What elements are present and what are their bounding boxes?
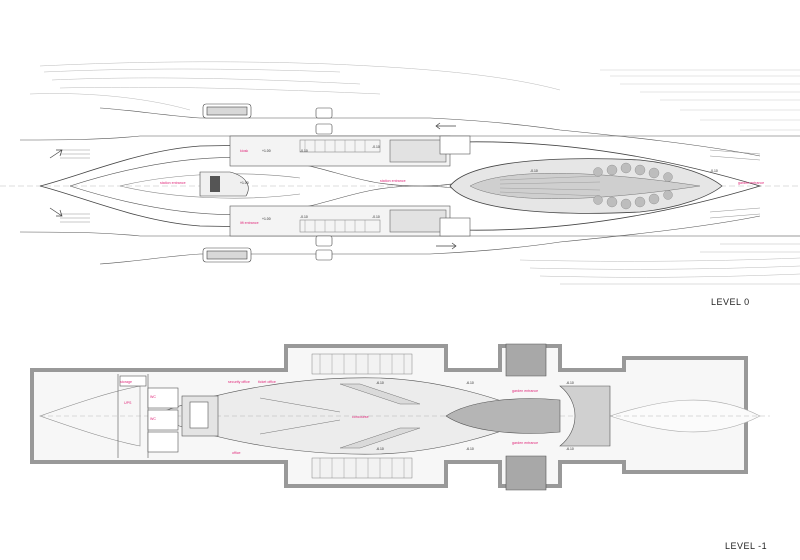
level-minus-1-title: LEVEL -1 [725, 541, 768, 551]
level1-text: storage UPS WC WC security office ticket… [120, 380, 574, 455]
garden-trees [593, 162, 673, 210]
label-security-office: security office [228, 380, 250, 384]
label-station-entrance-left: station entrance [160, 181, 186, 185]
level-0-title: LEVEL 0 [711, 297, 750, 307]
elev-d: -0.10 [372, 215, 380, 219]
garden-void [559, 385, 611, 447]
crosswalk-left [60, 149, 761, 223]
elev-c: -0.10 [300, 215, 308, 219]
elev-a: -0.10 [300, 149, 308, 153]
elev-6: -6.10 [566, 447, 574, 451]
elev-b: -0.10 [372, 145, 380, 149]
elev-g: -0.10 [710, 169, 718, 173]
elev-5: -6.10 [466, 447, 474, 451]
elev-e: -0.10 [530, 169, 538, 173]
vehicles [202, 103, 333, 263]
stair-ramps [259, 383, 421, 449]
label-kiosk: kiosk [240, 149, 248, 153]
landscape-hatch-top [29, 61, 800, 131]
label-storage: storage [120, 380, 132, 384]
label-office: office [232, 451, 241, 455]
label-station-entrance-mid: station entrance [380, 179, 406, 183]
elev-3: -6.10 [566, 381, 574, 385]
tunnel-crossing [505, 343, 547, 377]
escalators [311, 353, 413, 479]
elev-4: -6.10 [376, 447, 384, 451]
traffic-arrows [49, 122, 457, 250]
label-ticket-office: ticket office [258, 380, 276, 384]
landscape-hatch-bottom [519, 235, 800, 285]
service-rooms [117, 374, 219, 458]
station-island-outline [39, 141, 762, 231]
label-garden-entrance-bottom: garden entrance [512, 441, 538, 445]
elev-f: +1.00 [240, 181, 249, 185]
level0-text: kiosk lift entrance station entrance sta… [160, 145, 764, 225]
label-garden-entrance: garden entrance [738, 181, 764, 185]
elev-top: +1.00 [262, 149, 271, 153]
label-lift-entrance: lift entrance [240, 221, 259, 225]
label-concourse: concourse [352, 415, 369, 419]
label-wc-m: WC [150, 395, 156, 399]
label-ups: UPS [124, 401, 132, 405]
elev-1: -6.10 [376, 381, 384, 385]
label-garden-entrance-top: garden entrance [512, 389, 538, 393]
level-0-plan: kiosk lift entrance station entrance sta… [0, 61, 800, 285]
label-wc-f: WC [150, 417, 156, 421]
elev-bottom: +1.00 [262, 217, 271, 221]
level-minus-1-plan: storage UPS WC WC security office ticket… [30, 343, 770, 491]
elev-2: -6.10 [466, 381, 474, 385]
